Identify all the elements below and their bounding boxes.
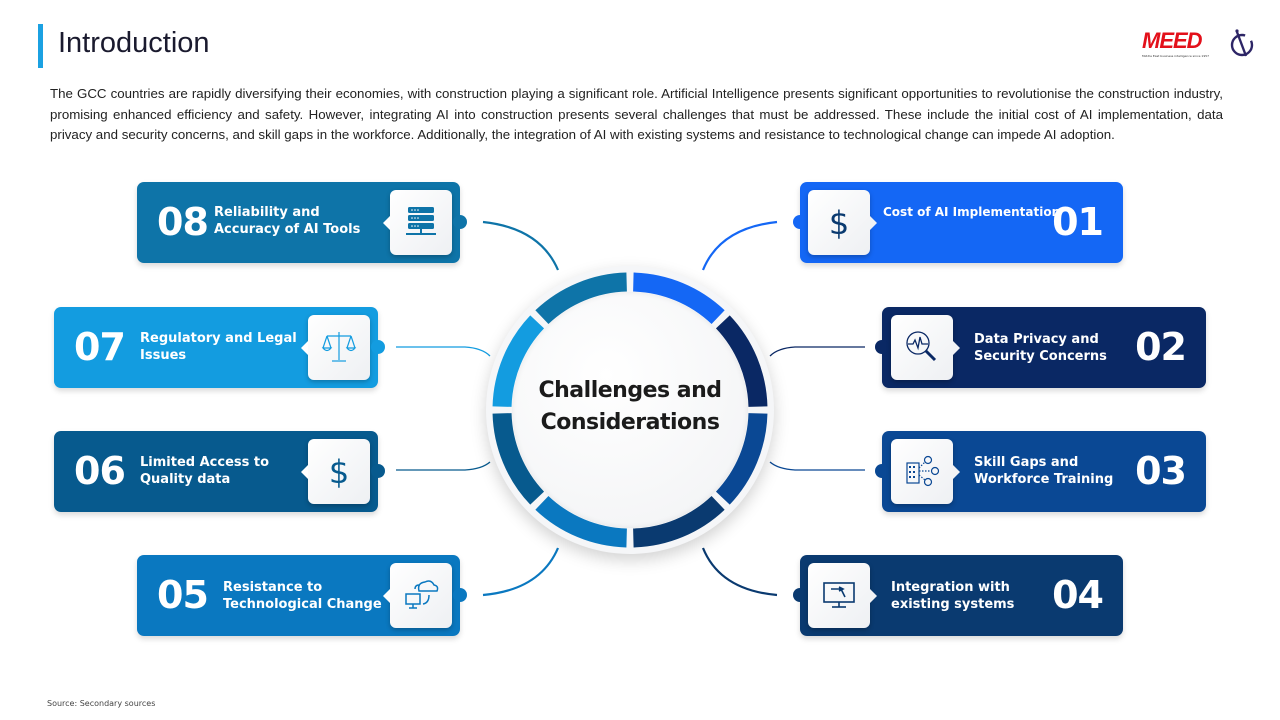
card-label-line2: Issues xyxy=(140,348,187,363)
connector-dot xyxy=(793,215,807,229)
ring-segment-02 xyxy=(715,315,768,408)
card-number: 04 xyxy=(1052,573,1104,617)
magnifier-pulse-icon xyxy=(891,315,960,380)
source-note: Source: Secondary sources xyxy=(47,699,156,708)
ring-segment-08 xyxy=(535,272,628,325)
connector-03 xyxy=(769,461,865,471)
card-label-line1: Cost of AI Implementation xyxy=(883,205,1061,219)
scales-icon xyxy=(301,315,370,380)
ring-segment-06 xyxy=(492,412,545,505)
card-label-line1: Limited Access to xyxy=(140,455,270,470)
card-label-line1: Reliability and xyxy=(214,205,320,220)
meed-logo-tagline: Middle East business intelligence since … xyxy=(1142,54,1210,58)
card-label-line2: Security Concerns xyxy=(974,349,1107,364)
server-icon xyxy=(383,190,452,255)
hub-inner xyxy=(512,292,748,528)
brand-mark-icon xyxy=(1230,29,1254,57)
monitor-cursor-icon xyxy=(808,563,877,628)
ring-segment-01 xyxy=(632,272,725,325)
card-label-line2: Quality data xyxy=(140,472,231,487)
connector-dot xyxy=(371,464,385,478)
ring-segment-07 xyxy=(492,315,545,408)
connector-dot xyxy=(453,588,467,602)
card-number: 01 xyxy=(1052,200,1104,244)
dollar-icon: $ xyxy=(808,190,877,255)
card-label-line1: Regulatory and Legal xyxy=(140,331,297,346)
building-people-icon xyxy=(891,439,960,504)
card-label-line1: Data Privacy and xyxy=(974,332,1099,347)
card-label: Limited Access to Quality data xyxy=(140,454,310,488)
connector-08 xyxy=(482,220,560,271)
card-label-line2: Technological Change xyxy=(223,597,382,612)
card-label-line1: Resistance to xyxy=(223,580,323,595)
connector-05 xyxy=(482,547,560,597)
card-label: Cost of AI Implementation xyxy=(883,204,1063,221)
hub-title-line1: Challenges and xyxy=(538,378,723,403)
page-title: Introduction xyxy=(58,27,210,59)
dollar-icon: $ xyxy=(301,439,370,504)
challenge-card-06[interactable]: 06 Limited Access to Quality data $ xyxy=(54,431,385,512)
cloud-computer-icon xyxy=(383,563,452,628)
title-accent-bar xyxy=(38,24,43,68)
card-label: Integration with existing systems xyxy=(891,579,1061,613)
challenge-card-04[interactable]: Integration with existing systems 04 xyxy=(793,555,1123,636)
ring-segment-03 xyxy=(715,412,768,505)
connector-02 xyxy=(769,346,865,357)
connector-dot xyxy=(371,340,385,354)
connector-04 xyxy=(701,547,778,597)
card-label-line1: Skill Gaps and xyxy=(974,455,1079,470)
card-number: 05 xyxy=(157,573,209,617)
card-number: 02 xyxy=(1135,325,1187,369)
intro-paragraph: The GCC countries are rapidly diversifyi… xyxy=(50,86,1223,142)
card-label-line2: Workforce Training xyxy=(974,472,1114,487)
connector-dot xyxy=(875,340,889,354)
challenge-card-05[interactable]: 05 Resistance to Technological Change xyxy=(137,555,467,636)
ring-segment-04 xyxy=(632,495,725,548)
connector-dot xyxy=(875,464,889,478)
card-number: 06 xyxy=(74,449,126,493)
hub-title: Challenges and Considerations xyxy=(512,375,748,439)
svg-text:$: $ xyxy=(329,453,349,489)
meed-logo-text: MEED xyxy=(1142,28,1203,53)
connector-07 xyxy=(396,346,491,357)
connector-06 xyxy=(396,461,491,471)
connector-dot xyxy=(793,588,807,602)
card-label: Resistance to Technological Change xyxy=(223,579,393,613)
ring-segment-05 xyxy=(535,495,628,548)
card-number: 08 xyxy=(157,200,209,244)
card-number: 07 xyxy=(74,325,126,369)
card-label-line1: Integration with xyxy=(891,580,1010,595)
meed-logo: MEED Middle East business intelligence s… xyxy=(1142,28,1262,62)
connector-dot xyxy=(453,215,467,229)
challenge-card-01[interactable]: $ Cost of AI Implementation 01 xyxy=(793,182,1123,263)
connector-01 xyxy=(701,220,778,271)
svg-text:$: $ xyxy=(829,204,849,240)
card-label-line2: Accuracy of AI Tools xyxy=(214,222,361,237)
card-label-line2: existing systems xyxy=(891,597,1015,612)
hub-title-line2: Considerations xyxy=(540,410,720,435)
card-number: 03 xyxy=(1135,449,1187,493)
